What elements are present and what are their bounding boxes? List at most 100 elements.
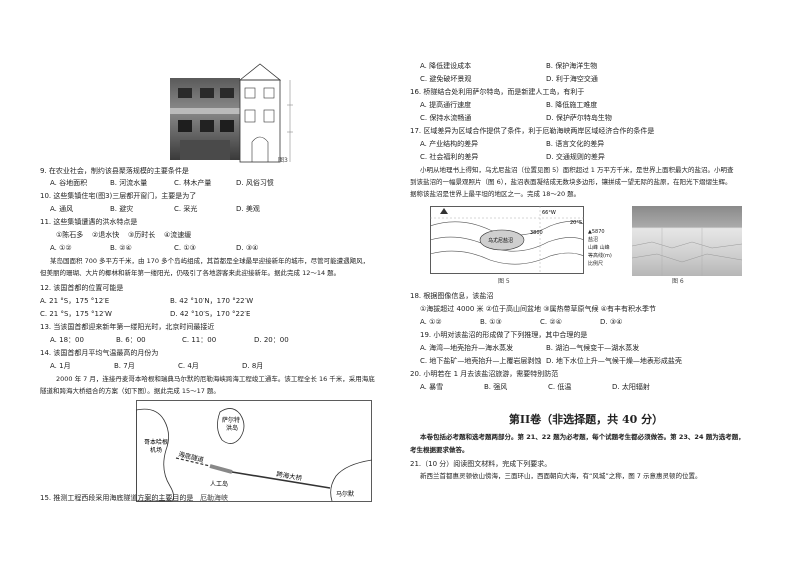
passage-15-line2: 隧道和跨海大桥组合的方案（如下图）。据此完成 15～17 题。 [40,387,220,395]
mountain-peak-icon: ▲ [588,229,592,235]
q12-options-row1: A. 21 °S，175 °12′E B. 42 °10′N，170 °22′W [40,296,253,306]
q15-overlay: 厄勒海峡 [200,494,228,502]
q17-options-row1: A. 产业结构的差异 B. 语言文化的差异 [420,139,604,149]
fig5-lon: 66°W [542,210,556,216]
q12-option-a[interactable]: A. 21 °S，175 °12′E [40,297,110,305]
q17-option-b[interactable]: B. 语言文化的差异 [546,140,605,148]
q19-option-b[interactable]: B. 湖泊—气候变干—湖水蒸发 [546,344,640,352]
fig5-legend-1: 盐沼 [588,237,599,243]
q15-option-d[interactable]: D. 利于海空交通 [546,75,598,83]
q17-option-d[interactable]: D. 交通规则的差异 [546,153,605,161]
q13-option-b[interactable]: B. 6：00 [116,336,146,344]
q11-option-d[interactable]: D. ③④ [236,244,259,252]
q10-option-c[interactable]: C. 采光 [174,205,198,213]
map-label-saltholm2: 洪岛 [226,424,238,432]
q20-option-d[interactable]: D. 太阳辐射 [612,383,650,391]
q21-text: 新西兰首都惠灵顿依山傍海，三面环山，西面朝向大海，有“风城”之称，图 7 示意惠… [420,472,702,480]
q11-option-c[interactable]: C. ①③ [174,244,196,252]
q13-option-d[interactable]: D. 20：00 [254,336,289,344]
q10-options: A. 通风 B. 避灾 C. 采光 D. 美观 [50,204,260,214]
q15-option-a[interactable]: A. 降低建设成本 [420,62,472,70]
q15-option-b[interactable]: B. 保护海洋生物 [546,62,598,70]
fig5-legend: ▲5870 盐沼 山峰 山峰 等高线(m) 比例尺 [588,228,612,268]
q12-option-d[interactable]: D. 42 °10′S，170 °22′E [170,310,251,318]
fig5-legend-2: 山峰 山峰 [588,245,610,251]
q11-stem: 11. 这些集镇遭遇的洪水特点是 [40,218,138,226]
q19-options-row1: A. 海湾—地壳抬升—海水蒸发 B. 湖泊—气候变干—湖水蒸发 [420,343,639,353]
passage-12-line1: 某岛国面积 700 多平方千米，由 170 多个岛屿组成，其首都是全球最早迎接新… [50,257,370,265]
q11-item-3: ③历时长 [128,231,156,239]
q9-stem: 9. 在农业社会，制约该县聚落规模的主要条件是 [40,167,189,175]
q18-option-b[interactable]: B. ①③ [480,318,502,326]
q10-option-b[interactable]: B. 避灾 [110,205,134,213]
q17-stem: 17. 区域差异为区域合作提供了条件，利于厄勒海峡两岸区域经济合作的条件是 [410,127,655,135]
q20-options: A. 暴雪 B. 强风 C. 低温 D. 太阳辐射 [420,382,650,392]
q19-option-c[interactable]: C. 地下盐矿—地壳抬升—上覆岩层剥蚀 [420,357,542,365]
q17-option-a[interactable]: A. 产业结构的差异 [420,140,479,148]
q16-option-d[interactable]: D. 保护萨尔特岛生物 [546,114,612,122]
passage-18-line1: 小明从地理书上得知，乌尤尼盐沼（位置见图 5）面积超过 1 万平方千米，是世界上… [420,166,734,174]
q18-options: A. ①② B. ①③ C. ②④ D. ③④ [420,317,622,327]
q9-option-c[interactable]: C. 林木产量 [174,179,212,187]
q12-option-c[interactable]: C. 21 °S，175 °12′W [40,310,112,318]
fig6-label: 图 6 [672,278,684,285]
q18-option-c[interactable]: C. ②④ [540,318,562,326]
map-label-copenhagen: 哥本哈根 [144,438,168,446]
q16-option-b[interactable]: B. 降低施工难度 [546,101,598,109]
q18-option-a[interactable]: A. ①② [420,318,442,326]
q11-options: A. ①② B. ②④ C. ①③ D. ③④ [50,243,258,253]
q20-option-b[interactable]: B. 强风 [484,383,508,391]
section-2-title: 第II卷（非选择题，共 40 分） [508,413,664,426]
q20-option-a[interactable]: A. 暴雪 [420,383,444,391]
q13-stem: 13. 当该国首都迎来新年第一缕阳光时，北京时间最接近 [40,323,215,331]
q10-option-d[interactable]: D. 美观 [236,205,260,213]
q14-option-d[interactable]: D. 8月 [242,362,264,370]
q11-item-2: ②退水快 [92,231,120,239]
q15-options-row1: A. 降低建设成本 B. 保护海洋生物 [420,61,597,71]
q11-option-a[interactable]: A. ①② [50,244,72,252]
q12-option-b[interactable]: B. 42 °10′N，170 °22′W [170,297,254,305]
fig5-lat: 20°S [570,220,582,226]
q13-options: A. 18：00 B. 6：00 C. 11：00 D. 20：00 [50,335,289,345]
uyuni-map: 66°W 20°S 乌尤尼盐沼 3800 [430,206,584,274]
q16-option-c[interactable]: C. 保持水流畅通 [420,114,472,122]
q14-options: A. 1月 B. 7月 C. 4月 D. 8月 [50,361,263,371]
q11-items: ①陈石多 ②退水快 ③历时长 ④流速缓 [56,230,191,240]
map-label-malmo: 马尔默 [336,490,354,498]
q19-stem: 19. 小明对该盐沼的形成做了下列推理，其中合理的是 [420,331,588,339]
q12-stem: 12. 该国首都的位置可能是 [40,284,124,292]
q10-option-a[interactable]: A. 通风 [50,205,74,213]
q21-stem: 21.（10 分）阅读图文材料，完成下列要求。 [410,460,552,468]
map-label-saltholm: 萨尔特 [222,416,240,424]
section-note-line2: 考生根据要求做答。 [410,446,469,454]
q18-option-d[interactable]: D. ③④ [600,318,623,326]
q13-option-c[interactable]: C. 11：00 [182,336,217,344]
q9-option-b[interactable]: B. 河流水量 [110,179,148,187]
q19-option-d[interactable]: D. 地下水位上升—气候干燥—地表形成盐壳 [546,357,682,365]
q15-option-c[interactable]: C. 避免破坏景观 [420,75,472,83]
q16-option-a[interactable]: A. 提高通行速度 [420,101,472,109]
fig3-label: 图3 [278,157,288,164]
q15-stem: 15. 推测工程西段采用海底隧道方案的主要目的是 [40,494,194,502]
q9-option-d[interactable]: D. 风俗习惯 [236,179,274,187]
q14-option-a[interactable]: A. 1月 [50,362,71,370]
map-label-artificial: 人工岛 [210,480,228,488]
q9-option-a[interactable]: A. 谷地面积 [50,179,88,187]
q14-option-b[interactable]: B. 7月 [114,362,135,370]
q16-stem: 16. 桥隧结合处利用萨尔特岛，而是新建人工岛，有利于 [410,88,585,96]
building-photo [170,78,240,160]
q11-option-b[interactable]: B. ②④ [110,244,132,252]
q13-option-a[interactable]: A. 18：00 [50,336,84,344]
passage-15-line1: 2000 年 7 月，连接丹麦哥本哈根和瑞典马尔默的厄勒海峡跨海工程竣工通车。该… [56,375,375,383]
q17-option-c[interactable]: C. 社会福利的差异 [420,153,479,161]
q20-option-c[interactable]: C. 低温 [548,383,572,391]
fig5-elev: 3800 [530,230,543,236]
q19-option-a[interactable]: A. 海湾—地壳抬升—海水蒸发 [420,344,514,352]
passage-18-line2: 到该盐沼的一幅景观照片（图 6），盐沼表面凝结成无数块多边形，镶拼成一望无际的盐… [410,178,732,186]
fig5-scale: 比例尺 [588,261,604,267]
q14-option-c[interactable]: C. 4月 [178,362,199,370]
fig5-salar: 乌尤尼盐沼 [488,237,513,244]
passage-12-line2: 但美丽的珊瑚、大片的椰林和新年第一缕阳光，仍吸引了各地游客来此迎接新年。据此完成… [40,269,341,277]
q12-options-row2: C. 21 °S，175 °12′W D. 42 °10′S，170 °22′E [40,309,250,319]
q18-items: ①海拔超过 4000 米 ②位于高山间盆地 ③属热带草原气候 ④有丰有积水季节 [420,305,657,313]
